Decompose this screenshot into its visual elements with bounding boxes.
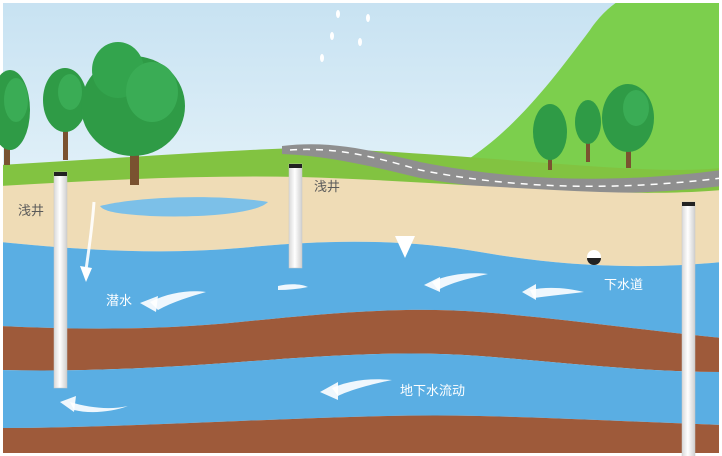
- tree-icon: [43, 68, 87, 160]
- rain-drops: [320, 10, 370, 62]
- lower-aquifer: [0, 353, 722, 428]
- well-pipe-right: [681, 201, 696, 456]
- flow-arrow-icon: [320, 379, 392, 400]
- infiltration-arrow-icon: [80, 201, 96, 282]
- tree-icon: [575, 100, 601, 162]
- label-phreatic-water: 潜水: [106, 294, 133, 309]
- label-well-left: 浅井: [18, 204, 45, 219]
- label-sewer: 下水道: [604, 278, 644, 293]
- flow-arrow-icon: [60, 396, 128, 413]
- well-pipe-middle: [288, 163, 303, 269]
- road-marking: [289, 148, 722, 188]
- flow-arrow-icon: [424, 273, 488, 292]
- tree-icon: [533, 104, 567, 170]
- label-groundwater-flow: 地下水流动: [400, 384, 466, 399]
- upper-aquifer: [0, 241, 722, 338]
- flow-arrow-icon: [140, 291, 206, 312]
- sewer-pipe-icon: [587, 250, 601, 265]
- surface-pond: [100, 197, 268, 217]
- infiltration-arrow-icon: [395, 115, 415, 258]
- bottom-clay-layer: [0, 415, 722, 456]
- road: [282, 144, 722, 194]
- tree-icon: [0, 70, 30, 165]
- green-hill: [430, 0, 722, 200]
- clay-layer: [0, 309, 722, 372]
- label-well-middle: 浅井: [314, 180, 341, 195]
- flow-arrow-icon: [522, 284, 584, 300]
- tree-icon: [602, 84, 654, 168]
- well-pipe-left: [53, 171, 68, 389]
- tree-icon: [81, 42, 185, 185]
- flow-arrow-icon: [278, 284, 308, 290]
